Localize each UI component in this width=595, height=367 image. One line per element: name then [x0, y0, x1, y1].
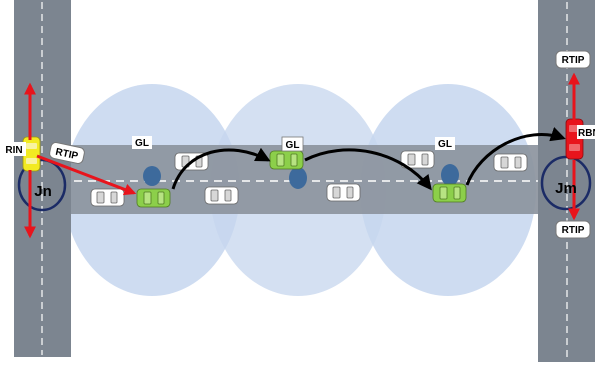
label-gl-1: GL: [132, 136, 152, 149]
label-gl-3: GL: [435, 137, 455, 150]
car-white-3: [205, 187, 238, 204]
junction-label-right: Jm: [555, 180, 577, 197]
label-rtip-right-top: RTIP: [556, 51, 590, 68]
svg-text:RIN: RIN: [5, 145, 22, 156]
label-rin: RIN: [2, 142, 26, 156]
car-green-2: [270, 151, 303, 169]
svg-text:GL: GL: [286, 140, 300, 151]
left-vertical-road: [14, 0, 71, 357]
svg-text:RTIP: RTIP: [562, 55, 585, 66]
car-white-6: [494, 154, 527, 171]
gl-dot-1: [143, 166, 161, 186]
label-rtip-right-bottom: RTIP: [556, 221, 590, 238]
junction-label-left: Jn: [34, 183, 52, 200]
car-white-4: [327, 184, 360, 201]
svg-text:RBN: RBN: [578, 128, 595, 139]
label-rbn: RBN: [577, 125, 595, 139]
svg-text:RTIP: RTIP: [562, 225, 585, 236]
car-green-1: [137, 189, 170, 207]
gl-dot-3: [441, 164, 459, 186]
car-green-3: [433, 184, 466, 202]
gl-dot-2: [289, 167, 307, 189]
label-gl-2: GL: [282, 137, 303, 151]
car-white-2: [91, 189, 124, 206]
svg-text:GL: GL: [135, 138, 149, 149]
svg-text:GL: GL: [438, 139, 452, 150]
